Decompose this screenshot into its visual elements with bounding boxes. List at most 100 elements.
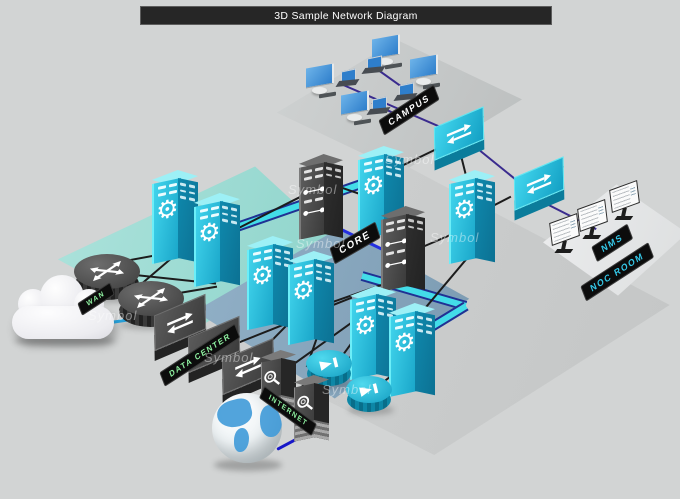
drop-shadow <box>14 336 116 346</box>
multilayer-switch-dc-4: ⚙ <box>389 303 435 398</box>
rack-slot-row <box>326 172 342 179</box>
monitor-base <box>582 235 602 239</box>
switch-arrows-icon <box>235 356 261 377</box>
multilayer-switch-dc-3: ⚙ <box>350 286 396 381</box>
monitor-screen <box>410 54 438 80</box>
globe-land <box>214 396 255 431</box>
monitor-stand <box>347 114 362 121</box>
firewall-side-face <box>313 383 329 441</box>
campus-workstation-1 <box>306 63 336 99</box>
monitor-neck <box>589 227 595 235</box>
server-link-icon-wrap <box>302 205 326 218</box>
tower-front-face: ⚙ <box>152 178 181 265</box>
dc-switch-3 <box>220 337 276 396</box>
gateway-router-2 <box>346 376 392 412</box>
core-server-1 <box>299 154 343 240</box>
rack-slot-row <box>293 263 313 271</box>
noc-monitor-1 <box>549 212 580 254</box>
monitor-stand <box>416 78 431 85</box>
tower-front-face: ⚙ <box>350 294 379 381</box>
tower-side-face <box>475 178 495 263</box>
switch-top-face <box>433 106 485 161</box>
monitor-stand <box>312 87 327 94</box>
rack-slot-row <box>199 205 219 213</box>
cross-arrows-icon <box>89 261 125 282</box>
cloud-base <box>12 306 114 339</box>
rack-slot-row <box>386 248 406 256</box>
campus-access-switch-1 <box>432 106 486 161</box>
server-front-face <box>381 214 409 292</box>
rack-slot-row <box>304 196 324 204</box>
wan-router-2 <box>118 281 184 327</box>
multilayer-switch-dc-2: ⚙ <box>288 251 334 346</box>
laptop-base <box>335 79 360 87</box>
switch-arrows-icon <box>167 312 193 333</box>
server-link-icon-wrap <box>384 236 408 249</box>
globe-shadow <box>214 459 282 471</box>
cross-arrows-icon <box>133 288 169 309</box>
multilayer-switch-dc-1: ⚙ <box>247 236 293 331</box>
gateway-top <box>306 350 352 378</box>
laptop-base <box>361 66 386 74</box>
gear-icon: ⚙ <box>393 326 416 360</box>
campus-laptop-2 <box>361 55 386 75</box>
rack-slot-row <box>180 182 196 189</box>
switch-arrows-icon <box>526 173 552 194</box>
rack-slot-row <box>386 218 406 226</box>
gear-icon: ⚙ <box>156 193 179 227</box>
campus-laptop-1 <box>335 68 360 88</box>
firewall-2 <box>294 375 329 442</box>
multilayer-switch-wan-1: ⚙ <box>152 170 198 265</box>
gateway-top <box>346 376 392 404</box>
server-link-icon-wrap <box>384 257 408 270</box>
monitor-stand <box>378 58 393 65</box>
tower-front-face: ⚙ <box>389 311 418 398</box>
campus-workstation-2 <box>372 34 402 70</box>
tower-side-face <box>314 259 334 344</box>
gear-icon: ⚙ <box>362 169 385 203</box>
rack-slot-row <box>386 225 406 233</box>
rack-slot-row <box>417 322 433 328</box>
campus-laptop-4 <box>366 96 391 116</box>
switch-top-face <box>153 293 207 352</box>
monitor-base <box>554 249 574 253</box>
server-side-face <box>406 214 425 291</box>
rack-slot-row <box>304 166 324 174</box>
link-ports-icon <box>303 186 325 195</box>
rack-slot-row <box>477 189 493 195</box>
gear-icon: ⚙ <box>292 274 315 308</box>
rack-slot-row <box>477 182 493 189</box>
tower-front-face: ⚙ <box>247 244 276 331</box>
campus-workstation-3 <box>410 54 440 90</box>
rack-slot-row <box>408 224 424 231</box>
core-server-2 <box>381 206 425 292</box>
globe-land <box>234 428 249 452</box>
rack-slot-row <box>252 248 272 256</box>
multilayer-switch-core-right: ⚙ <box>449 170 495 265</box>
gateway-icon <box>319 356 339 371</box>
tower-side-face <box>220 201 240 286</box>
tower-front-face: ⚙ <box>288 259 317 346</box>
rack-slot-row <box>394 315 414 323</box>
monitor-screen <box>341 90 369 116</box>
link-ports-icon <box>303 207 325 216</box>
link-ports-icon <box>385 238 407 247</box>
gear-icon: ⚙ <box>251 259 274 293</box>
link-ports-icon <box>385 259 407 268</box>
monitor-screen <box>306 63 334 89</box>
rack-slot-row <box>222 218 238 225</box>
monitor-neck <box>561 241 567 249</box>
rack-slot-row <box>386 158 402 165</box>
rack-slot-row <box>408 218 424 225</box>
tower-front-face: ⚙ <box>194 201 223 288</box>
tower-front-face: ⚙ <box>449 178 478 265</box>
rack-slot-row <box>157 182 177 190</box>
rack-slot-row <box>222 212 238 218</box>
firewall-front-face <box>261 358 283 417</box>
gear-icon: ⚙ <box>453 193 476 227</box>
server-front-face <box>299 162 327 240</box>
rack-slot-row <box>355 298 375 306</box>
firewall-1 <box>261 350 296 417</box>
